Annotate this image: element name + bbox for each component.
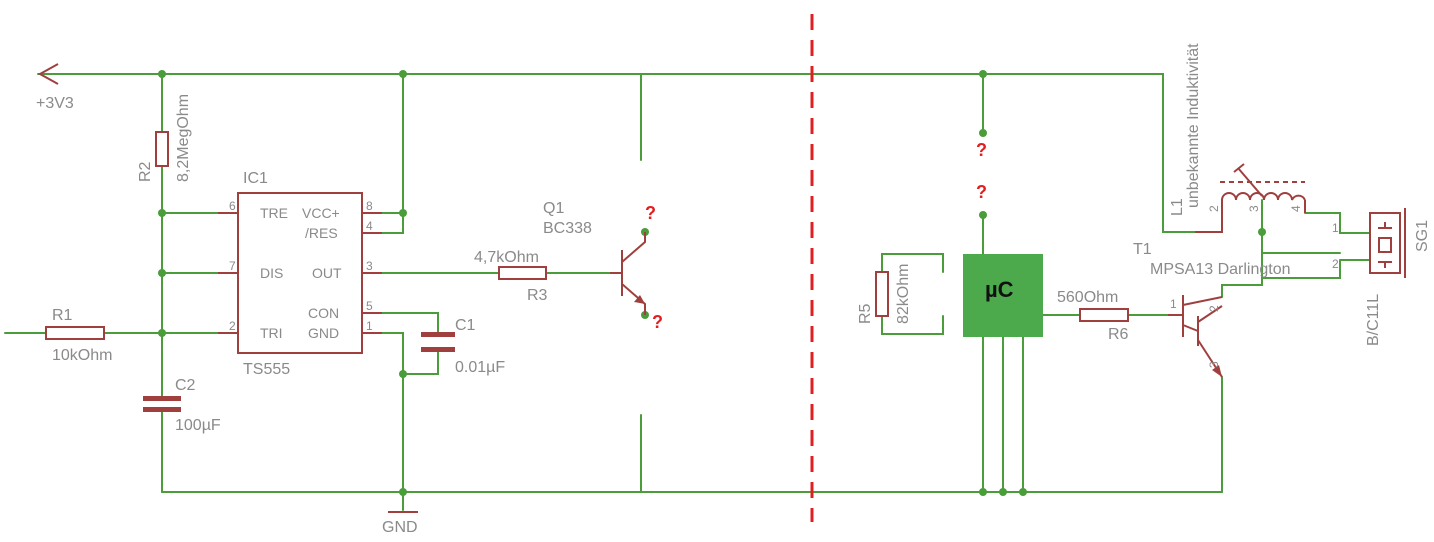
c1-value: 0.01µF xyxy=(455,359,505,376)
sg1-name: SG1 xyxy=(1414,220,1431,252)
unknown-marker: ? xyxy=(976,182,987,202)
q1-value: BC338 xyxy=(543,220,592,237)
c2-value: 100µF xyxy=(175,417,221,434)
pin-number-gnd: 1 xyxy=(366,319,373,333)
junction xyxy=(979,488,987,496)
sg1-value: B/C11L xyxy=(1365,294,1382,346)
junction xyxy=(1258,228,1266,236)
r2-value: 8,2MegOhm xyxy=(175,94,192,182)
wire-gnd-pin xyxy=(361,332,404,511)
junction xyxy=(999,488,1007,496)
buzzer-sg1: 1 2 SG1 B/C11L xyxy=(1332,208,1431,346)
inductor-l1: L1 unbekannte Induktivität 2 3 4 xyxy=(1169,43,1306,233)
r5-value: 82kOhm xyxy=(895,264,912,324)
t1-pin-c: 2 xyxy=(1207,305,1221,312)
pin-number-con: 5 xyxy=(366,299,373,313)
vcc-rail xyxy=(37,73,1196,233)
r2-name: R2 xyxy=(137,161,154,182)
pin-number-tri: 2 xyxy=(229,319,236,333)
wire-con xyxy=(361,312,439,375)
wire-r5 xyxy=(881,253,944,335)
l1-value: unbekannte Induktivität xyxy=(1185,43,1202,208)
pin-number-dis: 7 xyxy=(229,259,236,273)
t1-pin-b: 1 xyxy=(1170,297,1177,311)
pin-number-vcc: 8 xyxy=(366,199,373,213)
junction xyxy=(1019,488,1027,496)
pin-number-res: 4 xyxy=(366,219,373,233)
junction xyxy=(158,269,166,277)
c1-name: C1 xyxy=(455,317,476,334)
wires xyxy=(4,73,1371,511)
pin-label-gnd: GND xyxy=(308,325,339,341)
junction xyxy=(399,370,407,378)
pin-label-out: OUT xyxy=(312,265,342,281)
sg1-pin-2: 2 xyxy=(1332,257,1339,271)
transistor-t1: T1 MPSA13 Darlington 1 2 3 xyxy=(1133,241,1291,378)
r1-value: 10kOhm xyxy=(52,347,112,364)
r5-name: R5 xyxy=(857,303,874,324)
transistor-q1: Q1 BC338 ? ? xyxy=(543,200,663,332)
pin-label-con: CON xyxy=(308,305,339,321)
ic1-ts555: IC1 TS555 TRE DIS TRI VCC+ /RES OUT CON … xyxy=(218,170,382,378)
junctions xyxy=(158,70,1266,496)
r3-value: 4,7kOhm xyxy=(474,249,539,266)
r3-name: R3 xyxy=(527,287,548,304)
pin-label-tre: TRE xyxy=(260,205,288,221)
pin-number-out: 3 xyxy=(366,259,373,273)
junction xyxy=(399,209,407,217)
l1-pin-3: 3 xyxy=(1247,205,1261,212)
pin-label-res: /RES xyxy=(305,225,338,241)
vcc-symbol: +3V3 xyxy=(36,63,74,112)
capacitor-c1: C1 0.01µF xyxy=(421,317,505,376)
wire-mcu-gnd xyxy=(982,336,1024,493)
r6-value: 560Ohm xyxy=(1057,289,1118,306)
capacitor-c2: C2 100µF xyxy=(143,377,221,434)
ic1-value: TS555 xyxy=(243,361,290,378)
gnd-symbol: GND xyxy=(382,511,418,536)
r1-name: R1 xyxy=(52,307,73,324)
resistor-r3: 4,7kOhm R3 xyxy=(474,249,548,304)
sg1-pin-1: 1 xyxy=(1332,221,1339,235)
junction xyxy=(158,209,166,217)
junction xyxy=(399,488,407,496)
t1-name: T1 xyxy=(1133,241,1152,258)
wire-t1-collector xyxy=(1221,199,1263,298)
l1-pin-4: 4 xyxy=(1289,205,1303,212)
junction xyxy=(158,329,166,337)
junction xyxy=(979,70,987,78)
microcontroller: µC ? ? xyxy=(963,140,1043,337)
ic1-name: IC1 xyxy=(243,170,268,187)
junction xyxy=(158,70,166,78)
l1-pin-2: 2 xyxy=(1207,205,1221,212)
junction xyxy=(979,211,987,219)
unknown-marker: ? xyxy=(645,203,656,223)
gnd-label: GND xyxy=(382,519,418,536)
pin-label-vcc: VCC+ xyxy=(302,205,340,221)
resistor-r1: R1 10kOhm xyxy=(45,307,112,364)
pin-number-tre: 6 xyxy=(229,199,236,213)
t1-value: MPSA13 Darlington xyxy=(1150,261,1291,278)
pin-label-tri: TRI xyxy=(260,325,283,341)
unknown-marker: ? xyxy=(976,140,987,160)
c2-name: C2 xyxy=(175,377,196,394)
wire-l1-sg1 xyxy=(1261,212,1371,279)
resistor-r2: R2 8,2MegOhm xyxy=(137,94,192,182)
l1-name: L1 xyxy=(1169,198,1186,216)
junction xyxy=(979,129,987,137)
junction xyxy=(399,70,407,78)
resistor-r6: 560Ohm R6 xyxy=(1057,289,1129,343)
mcu-label: µC xyxy=(985,277,1014,302)
pin-label-dis: DIS xyxy=(260,265,283,281)
vcc-label: +3V3 xyxy=(36,95,74,112)
unknown-marker: ? xyxy=(652,312,663,332)
r6-name: R6 xyxy=(1108,326,1129,343)
q1-name: Q1 xyxy=(543,200,564,217)
t1-pin-e: 3 xyxy=(1207,361,1221,368)
resistor-r5: R5 82kOhm xyxy=(857,264,912,324)
mcu-body xyxy=(963,254,1043,337)
